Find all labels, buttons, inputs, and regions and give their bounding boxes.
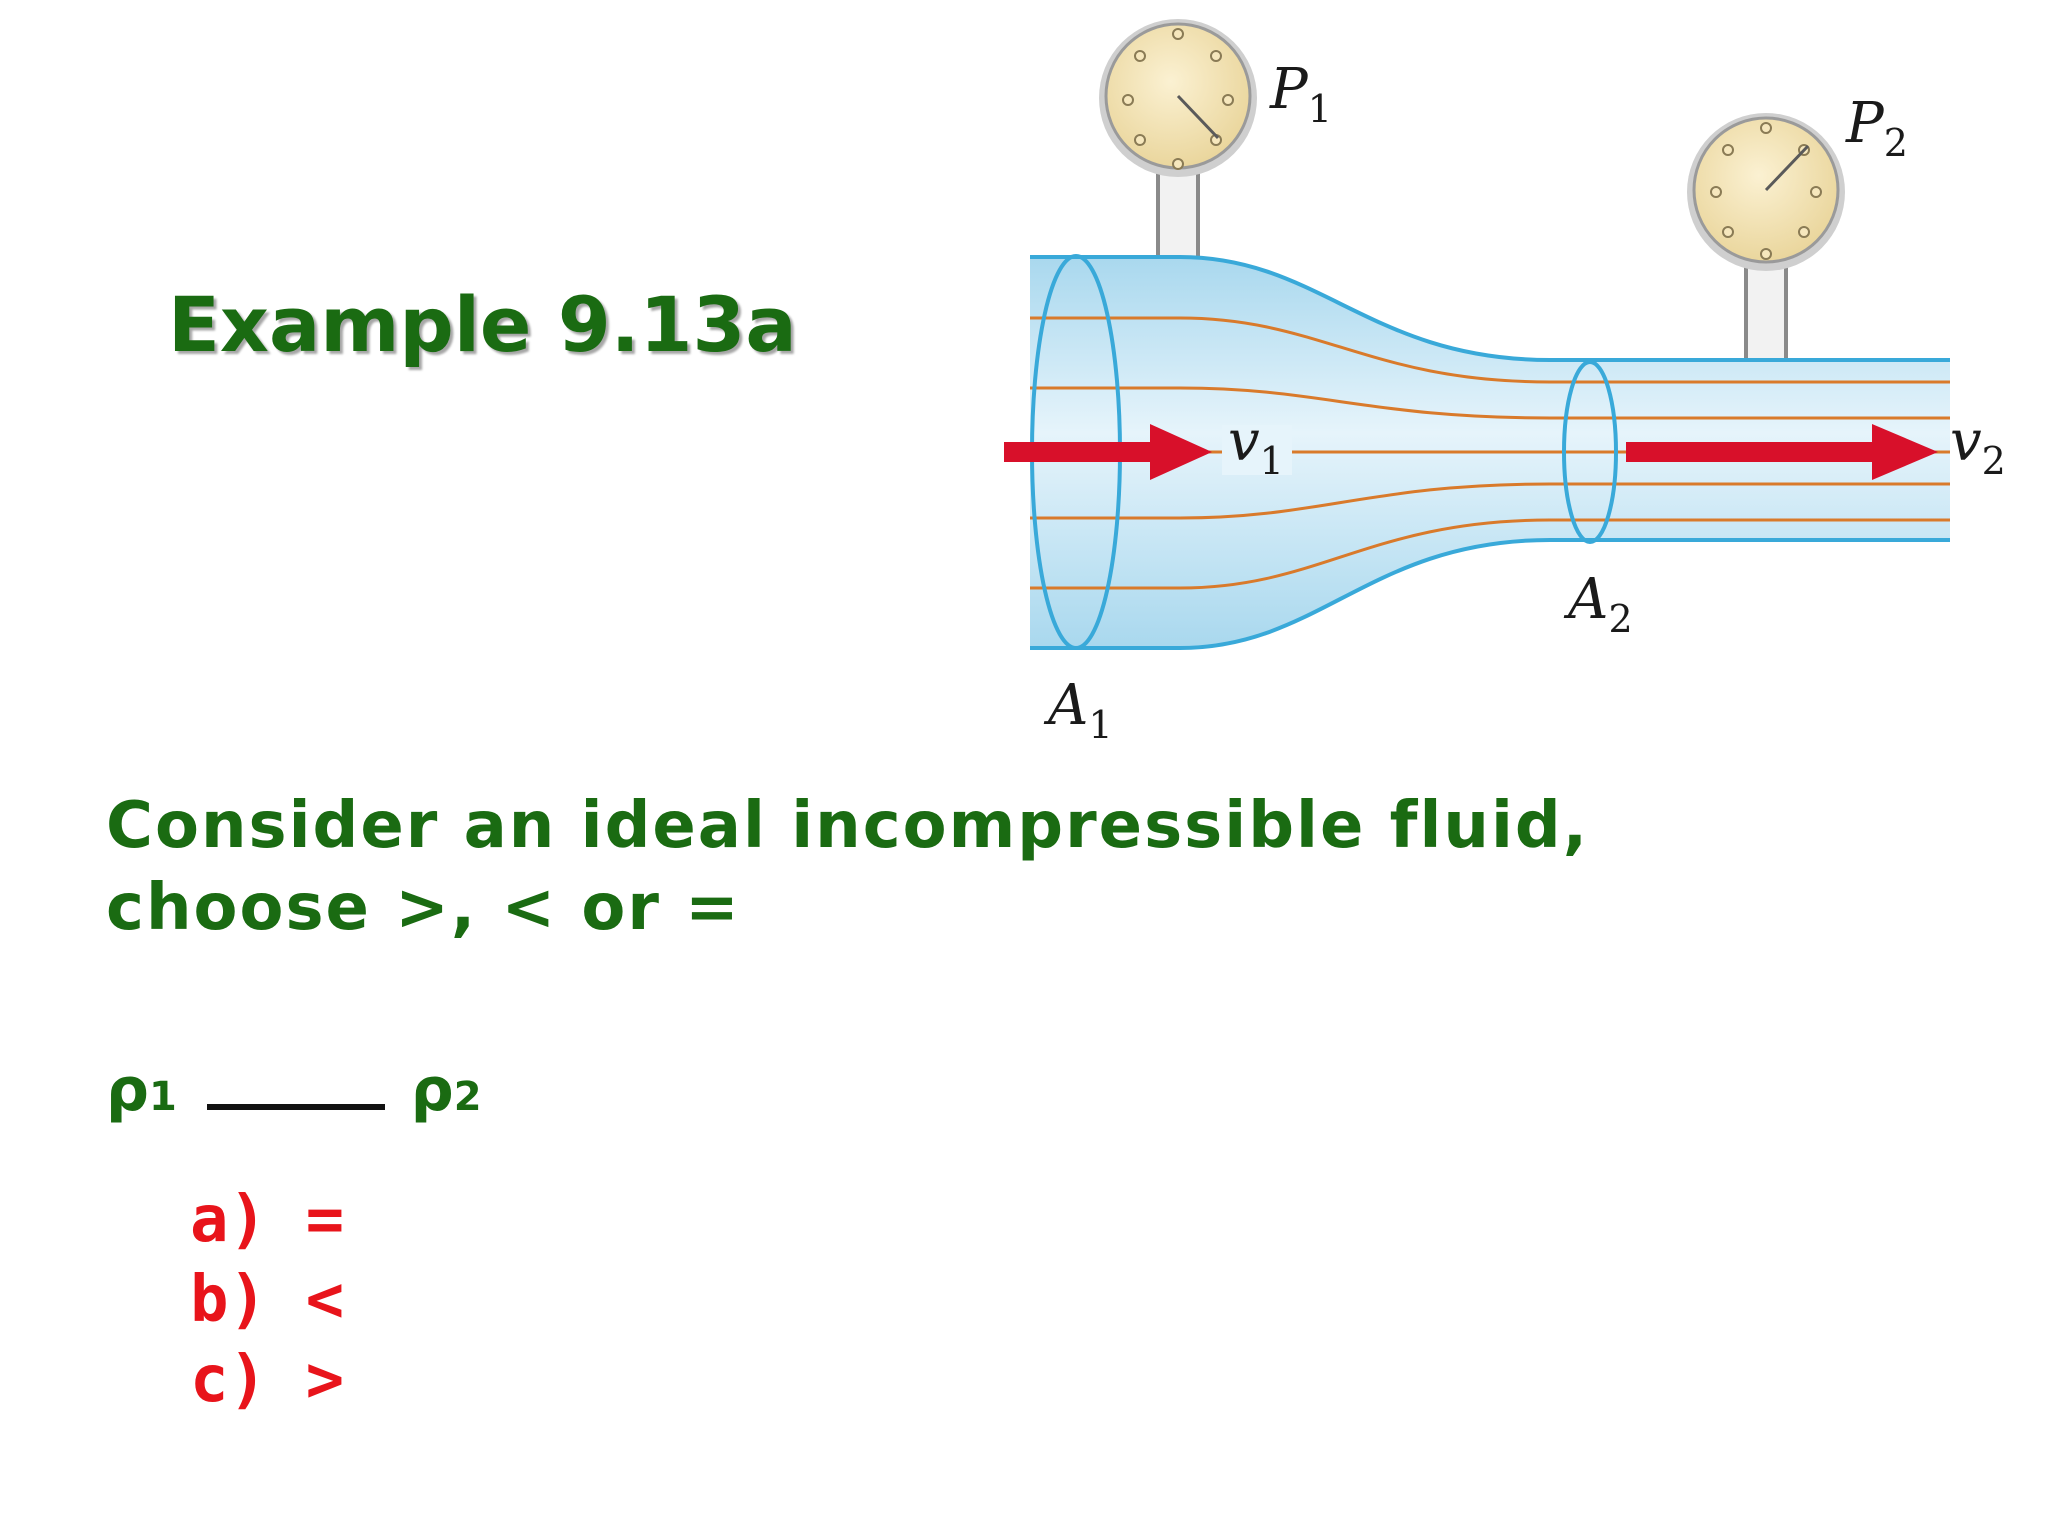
question-line-1: Consider an ideal incompressible fluid,: [106, 789, 1590, 863]
option-letter: c): [190, 1343, 268, 1417]
option-value: <: [305, 1263, 345, 1337]
venturi-pipe-diagram: P1 P2 v1 v2 A1 A2: [1004, 19, 2006, 747]
velocity-arrow-v2: [1626, 424, 1938, 480]
pressure-gauge-p2: [1687, 113, 1845, 271]
streamlines: [1030, 316, 1950, 590]
rho-2: ρ2: [411, 1055, 482, 1125]
label-a1: A1: [1043, 673, 1113, 747]
streamline: [1030, 386, 1950, 420]
question-line-2: choose >, < or =: [106, 871, 741, 945]
streamline: [1030, 518, 1950, 590]
streamline: [1030, 482, 1950, 520]
option-a[interactable]: a) =: [190, 1180, 344, 1260]
label-a2: A2: [1563, 567, 1633, 641]
velocity-arrow-v1: [1004, 424, 1212, 480]
rho-2-subscript: 2: [453, 1074, 482, 1120]
option-c[interactable]: c) >: [190, 1340, 344, 1420]
option-b[interactable]: b) <: [190, 1260, 344, 1340]
option-letter: a): [190, 1183, 268, 1257]
gauge-needle: [1176, 94, 1220, 140]
option-value: =: [305, 1183, 345, 1257]
label-v1: v1: [1228, 409, 1284, 483]
gauge-stem-p1: [1156, 170, 1200, 258]
cross-section-a2: [1562, 360, 1618, 544]
pressure-gauge-p1: [1099, 19, 1257, 177]
label-p2: P2: [1845, 91, 1908, 165]
pipe-bottom-outline: [1030, 538, 1950, 650]
answer-blank: [206, 1104, 385, 1110]
pipe-top-outline: [1030, 255, 1950, 362]
rho-1: ρ1: [106, 1055, 177, 1125]
answer-options: a) = b) < c) >: [190, 1180, 344, 1420]
option-letter: b): [190, 1263, 268, 1337]
label-v2: v2: [1950, 409, 2006, 483]
slide-title: Example 9.13a: [168, 280, 797, 369]
rho-1-symbol: ρ: [106, 1055, 149, 1125]
question-text: Consider an ideal incompressible fluid, …: [106, 785, 1589, 949]
label-backdrop: [1222, 425, 1292, 475]
gauge-needle: [1764, 144, 1810, 192]
label-p1: P1: [1269, 57, 1332, 131]
option-value: >: [305, 1343, 345, 1417]
rho-1-subscript: 1: [148, 1074, 177, 1120]
streamline: [1030, 316, 1950, 384]
rho-2-symbol: ρ: [410, 1055, 454, 1125]
